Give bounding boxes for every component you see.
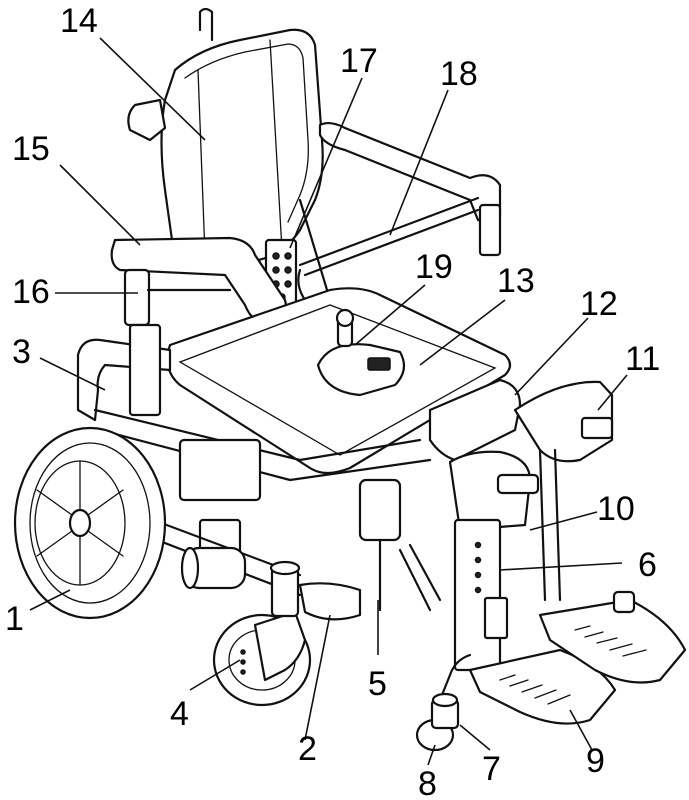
callout-8: 8: [418, 765, 437, 800]
callout-16: 16: [12, 273, 50, 311]
callout-12: 12: [580, 285, 618, 323]
callout-13: 13: [497, 262, 535, 300]
callout-4: 4: [170, 695, 189, 733]
callout-3: 3: [12, 333, 31, 371]
callout-1: 1: [5, 600, 24, 638]
callout-11: 11: [625, 340, 660, 378]
callout-2: 2: [298, 730, 317, 768]
callout-5: 5: [368, 665, 387, 703]
callout-18: 18: [440, 55, 478, 93]
callout-15: 15: [12, 130, 50, 168]
callout-19: 19: [415, 248, 453, 286]
lift-actuator: [360, 480, 440, 610]
callout-10: 10: [597, 490, 635, 528]
rear-wheel: [15, 428, 165, 618]
backrest: [128, 9, 322, 262]
callout-7: 7: [482, 750, 501, 788]
callout-14: 14: [60, 2, 98, 40]
callout-9: 9: [586, 742, 605, 780]
callout-17: 17: [340, 42, 378, 80]
callout-6: 6: [638, 546, 657, 584]
